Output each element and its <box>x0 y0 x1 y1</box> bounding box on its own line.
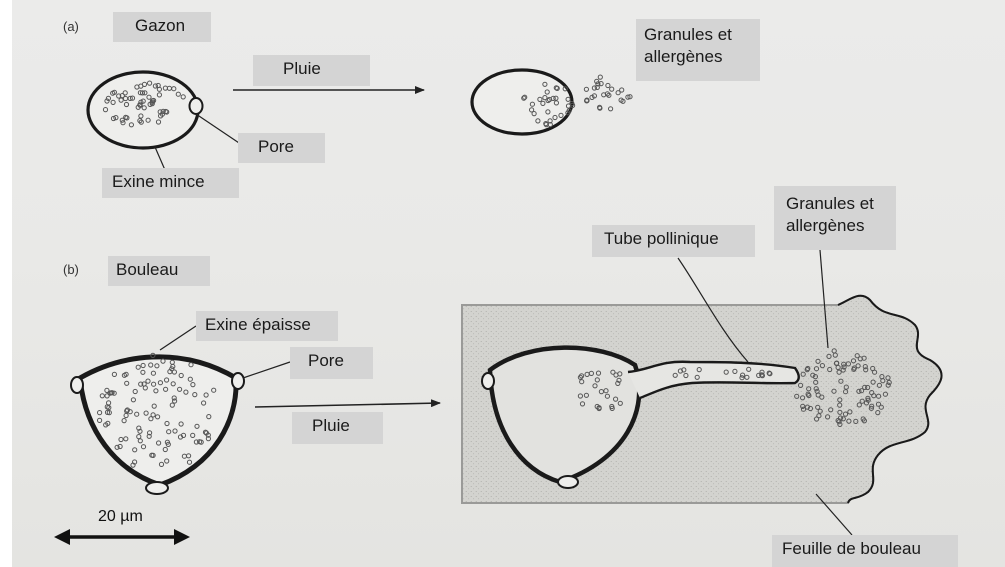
granule <box>606 83 610 87</box>
part-a-title: Gazon <box>113 12 211 42</box>
rain-label-b: Pluie <box>292 412 383 444</box>
pore-label-b: Pore <box>290 347 373 379</box>
pore-label-a: Pore <box>238 133 325 163</box>
part-a-tag: (a) <box>63 19 79 34</box>
exine-leader-b <box>160 326 196 350</box>
pore-leader-b <box>243 362 290 378</box>
exine-thick-label: Exine épaisse <box>196 311 338 341</box>
granules-label-b: Granules et allergènes <box>774 186 896 250</box>
part-b-tag: (b) <box>63 262 79 277</box>
granules-label-a-line1: Granules et <box>644 24 752 46</box>
pollen-tube-label: Tube pollinique <box>592 225 755 257</box>
exine-leader-a <box>155 147 165 170</box>
granules-label-b-line2: allergènes <box>786 215 888 237</box>
exine-thin-label: Exine mince <box>102 168 239 198</box>
granule <box>610 87 614 91</box>
granule <box>609 107 613 111</box>
granule <box>598 75 602 79</box>
granules-label-a: Granules et allergènes <box>636 19 760 81</box>
scale-bar <box>54 529 190 545</box>
scale-label: 20 µm <box>98 508 143 526</box>
part-b-title: Bouleau <box>108 256 210 286</box>
grass-pollen-grain <box>88 72 203 148</box>
granules-label-a-line2: allergènes <box>644 46 752 68</box>
grass-grain-after-rain <box>472 70 632 134</box>
birch-pollen-grain <box>71 353 244 494</box>
granule <box>620 88 624 92</box>
rain-label-a: Pluie <box>253 55 370 86</box>
granule <box>584 87 588 91</box>
granules-label-b-line1: Granules et <box>786 193 888 215</box>
birch-leaf-label: Feuille de bouleau <box>772 535 958 567</box>
rain-arrow-b <box>255 403 440 407</box>
